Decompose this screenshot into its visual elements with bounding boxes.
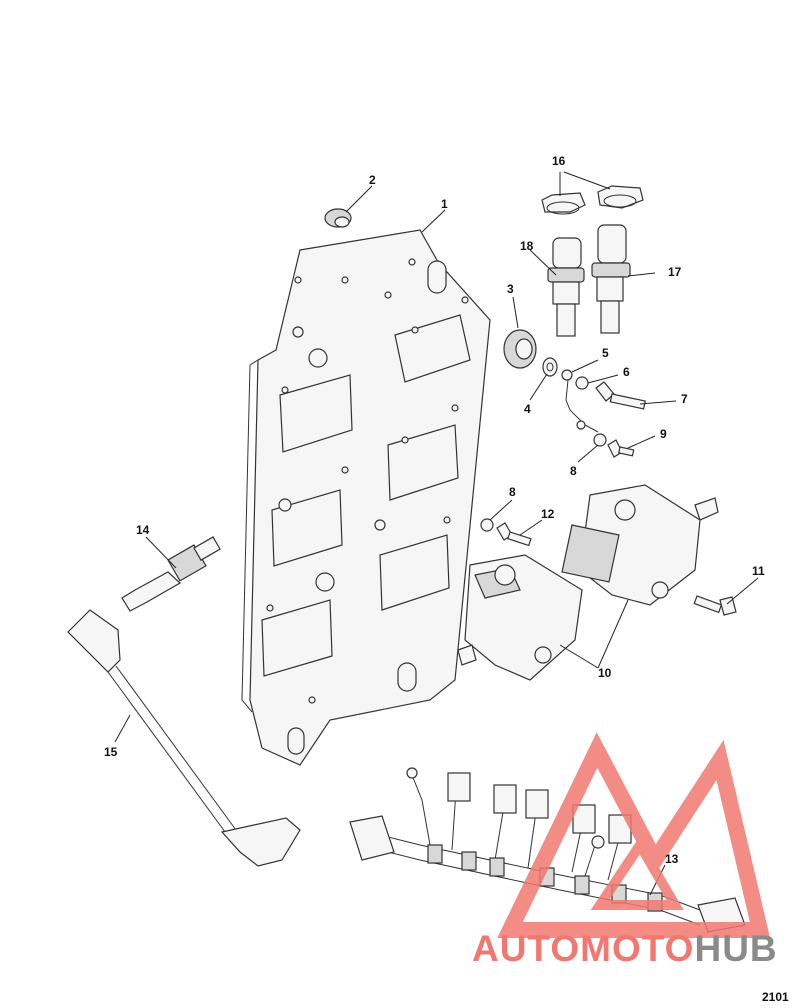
callout-label-8b: 8 (509, 485, 516, 499)
callout-label-1: 1 (441, 197, 448, 211)
callout-label-8a: 8 (570, 464, 577, 478)
washer (542, 357, 558, 377)
bolt-9 (607, 439, 635, 458)
watermark-text-hub: HUB (694, 928, 778, 969)
callout-label-3: 3 (507, 282, 514, 296)
clips (541, 185, 644, 215)
callout-label-16: 16 (552, 154, 566, 168)
bolt-12 (496, 522, 532, 547)
spacer (503, 329, 537, 369)
watermark-text-main: AUTOMOTO (472, 928, 695, 969)
callout-label-9: 9 (660, 427, 667, 441)
ignition-coil-rear (561, 484, 719, 606)
callout-label-13: 13 (665, 852, 679, 866)
leader-lines (114, 171, 759, 896)
callout-label-17: 17 (668, 265, 682, 279)
callout-label-11: 11 (752, 564, 765, 578)
callout-label-18: 18 (520, 239, 534, 253)
pressure-sensor-18 (547, 237, 585, 337)
spark-plug-wire (67, 609, 301, 867)
watermark-text: AUTOMOTOHUB (472, 928, 778, 970)
callout-label-4: 4 (524, 402, 531, 416)
spark-plug (121, 536, 221, 612)
callout-label-14: 14 (136, 523, 150, 537)
diagram-code: 2101 (762, 990, 789, 1004)
bolt-11 (693, 595, 737, 616)
pressure-sensor-17 (591, 224, 631, 334)
ground-wire-terminal (561, 369, 599, 433)
washer-small (480, 376, 607, 532)
ignition-coil-front (457, 554, 583, 681)
callout-label-10: 10 (598, 666, 612, 680)
mounting-plate (241, 229, 491, 766)
callout-label-7: 7 (681, 392, 688, 406)
callout-label-2: 2 (369, 173, 376, 187)
watermark-logo (497, 732, 771, 938)
grommet (324, 208, 352, 228)
callout-label-6: 6 (623, 365, 630, 379)
callout-label-12: 12 (541, 507, 555, 521)
bolt-7 (595, 381, 646, 410)
callout-label-5: 5 (602, 346, 609, 360)
callout-label-15: 15 (104, 745, 118, 759)
